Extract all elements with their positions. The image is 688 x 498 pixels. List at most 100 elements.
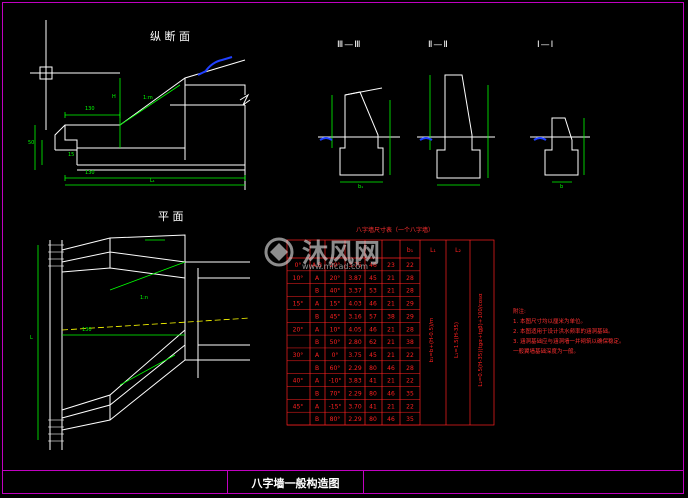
table-cell: B xyxy=(315,339,319,346)
table-cell: 2.80 xyxy=(348,339,362,346)
table-cell: B xyxy=(315,416,319,423)
table-cell: 22 xyxy=(406,262,414,269)
table-cell: 35 xyxy=(406,391,414,398)
dim-b1: b₁ xyxy=(358,184,364,190)
drawing-title: 八字墙一般构造图 xyxy=(227,471,364,494)
table-cell: 4.03 xyxy=(348,301,362,308)
table-cell: 46 xyxy=(387,416,395,423)
table-cell: 15° xyxy=(330,301,341,308)
table-cell: 20° xyxy=(330,275,341,282)
section-2-water-icon xyxy=(419,137,433,141)
dim-L: L xyxy=(30,335,33,341)
table-cell: 41 xyxy=(369,378,377,385)
note-2: 2. 本图适用于设计洪水频率的涵洞基础。 xyxy=(513,329,614,335)
table-row-lines xyxy=(287,270,420,426)
longitudinal-section xyxy=(30,20,251,190)
drawing-frame xyxy=(2,2,684,494)
longitudinal-view-title: 纵 断 面 xyxy=(150,30,190,43)
table-cell: 20° xyxy=(330,262,341,269)
dim-L1: L₁ xyxy=(150,178,155,184)
table-cell: 3.16 xyxy=(348,313,362,320)
table-cell: 46 xyxy=(387,365,395,372)
table-cell: 3.83 xyxy=(348,378,362,385)
table-cell: -15° xyxy=(329,403,342,410)
table-cell: 45 xyxy=(369,352,377,359)
table-cell: 29 xyxy=(406,301,414,308)
table-cell: 21 xyxy=(387,378,395,385)
table-cell: 22 xyxy=(406,403,414,410)
table-cell: 38 xyxy=(406,339,414,346)
table-cell: 45° xyxy=(330,313,341,320)
table-cell: 45 xyxy=(369,275,377,282)
section-2-dims xyxy=(429,75,489,186)
note-1: 1. 本图尺寸均以厘米为单位。 xyxy=(513,319,586,325)
table-cell: A xyxy=(315,275,320,282)
longitudinal-dimensions xyxy=(34,78,246,186)
table-cell: 29 xyxy=(406,313,414,320)
watermark-url: www.mfcad.com xyxy=(302,262,369,271)
section-1-water-icon xyxy=(533,137,547,141)
table-cell: -10° xyxy=(329,378,342,385)
plan-view-title: 平 面 xyxy=(158,210,184,223)
table-cell: 30° xyxy=(293,352,304,359)
table-cell: A xyxy=(315,326,320,333)
plan-centerline xyxy=(61,317,251,331)
section-1-dims xyxy=(552,118,585,183)
table-cell: 3.75 xyxy=(348,352,362,359)
table-formula-l2: L₂=0.5(H-35)(tgα+tgβ)+100/cosα xyxy=(478,293,484,387)
watermark: 沐风网 xyxy=(262,233,380,270)
table-cell: A xyxy=(315,403,320,410)
table-cell: 3.75 xyxy=(348,262,362,269)
section-1-title: Ⅰ—Ⅰ xyxy=(537,40,555,50)
plan-view xyxy=(49,234,250,450)
table-cell: 2.29 xyxy=(348,416,362,423)
table-cell: 41 xyxy=(369,403,377,410)
table-cell: 28 xyxy=(406,288,414,295)
table-cell: 21 xyxy=(387,288,395,295)
notes: 附注: 1. 本图尺寸均以厘米为单位。 2. 本图适用于设计洪水频率的涵洞基础。… xyxy=(513,307,625,357)
table-cell: 46 xyxy=(369,262,377,269)
table-cell: A xyxy=(315,378,320,385)
dim-slope-m: 1:m xyxy=(143,95,153,101)
watermark-logo-icon xyxy=(264,237,294,266)
table-cell: 21 xyxy=(387,301,395,308)
table-cell: 2.29 xyxy=(348,391,362,398)
table-formula-l1: L₁=1.5(H-35) xyxy=(454,322,460,358)
table-cell: 21 xyxy=(387,275,395,282)
table-cell: 0° xyxy=(332,352,339,359)
table-cell: 4.05 xyxy=(348,326,362,333)
table-caption: 八字墙尺寸表（一个八字墙） xyxy=(356,227,435,234)
table-cell: 23 xyxy=(387,262,395,269)
table-cell: A xyxy=(315,352,320,359)
section-3-water-icon xyxy=(319,137,333,141)
dim-130-bottom: 130 xyxy=(85,170,95,176)
table-cell: 53 xyxy=(369,288,377,295)
table-cell: 21 xyxy=(387,352,395,359)
table-cell: 80 xyxy=(369,365,377,372)
table-cell: 22 xyxy=(406,352,414,359)
table-cell: 80 xyxy=(369,416,377,423)
note-3: 3. 涵洞基础应与涵洞墙一并砌筑以确保稳定。 xyxy=(513,339,625,345)
dim-H: H xyxy=(112,94,116,100)
table-header-cell: L₁ xyxy=(430,247,436,254)
table-cell: 2.29 xyxy=(348,365,362,372)
dim-slope-n: 1:n xyxy=(140,295,149,301)
table-cell: 20° xyxy=(293,326,304,333)
note-3-cont: 一般翼墙基础深度为一般。 xyxy=(513,349,580,355)
table-cell: 57 xyxy=(369,313,377,320)
table-cell: 40° xyxy=(330,288,341,295)
dim-50: 50 xyxy=(28,140,35,146)
table-cell: 80° xyxy=(330,416,341,423)
table-cell: B xyxy=(315,391,319,398)
dim-b: b xyxy=(560,184,564,190)
section-3-title: Ⅲ—Ⅲ xyxy=(337,40,362,50)
section-2-title: Ⅱ—Ⅱ xyxy=(428,40,449,50)
plan-hatching xyxy=(48,244,64,442)
table-cell: B xyxy=(315,288,319,295)
table-cell: 45° xyxy=(293,403,304,410)
table-cell: 50° xyxy=(330,339,341,346)
table-cell: 28 xyxy=(406,275,414,282)
table-cell: 21 xyxy=(387,403,395,410)
